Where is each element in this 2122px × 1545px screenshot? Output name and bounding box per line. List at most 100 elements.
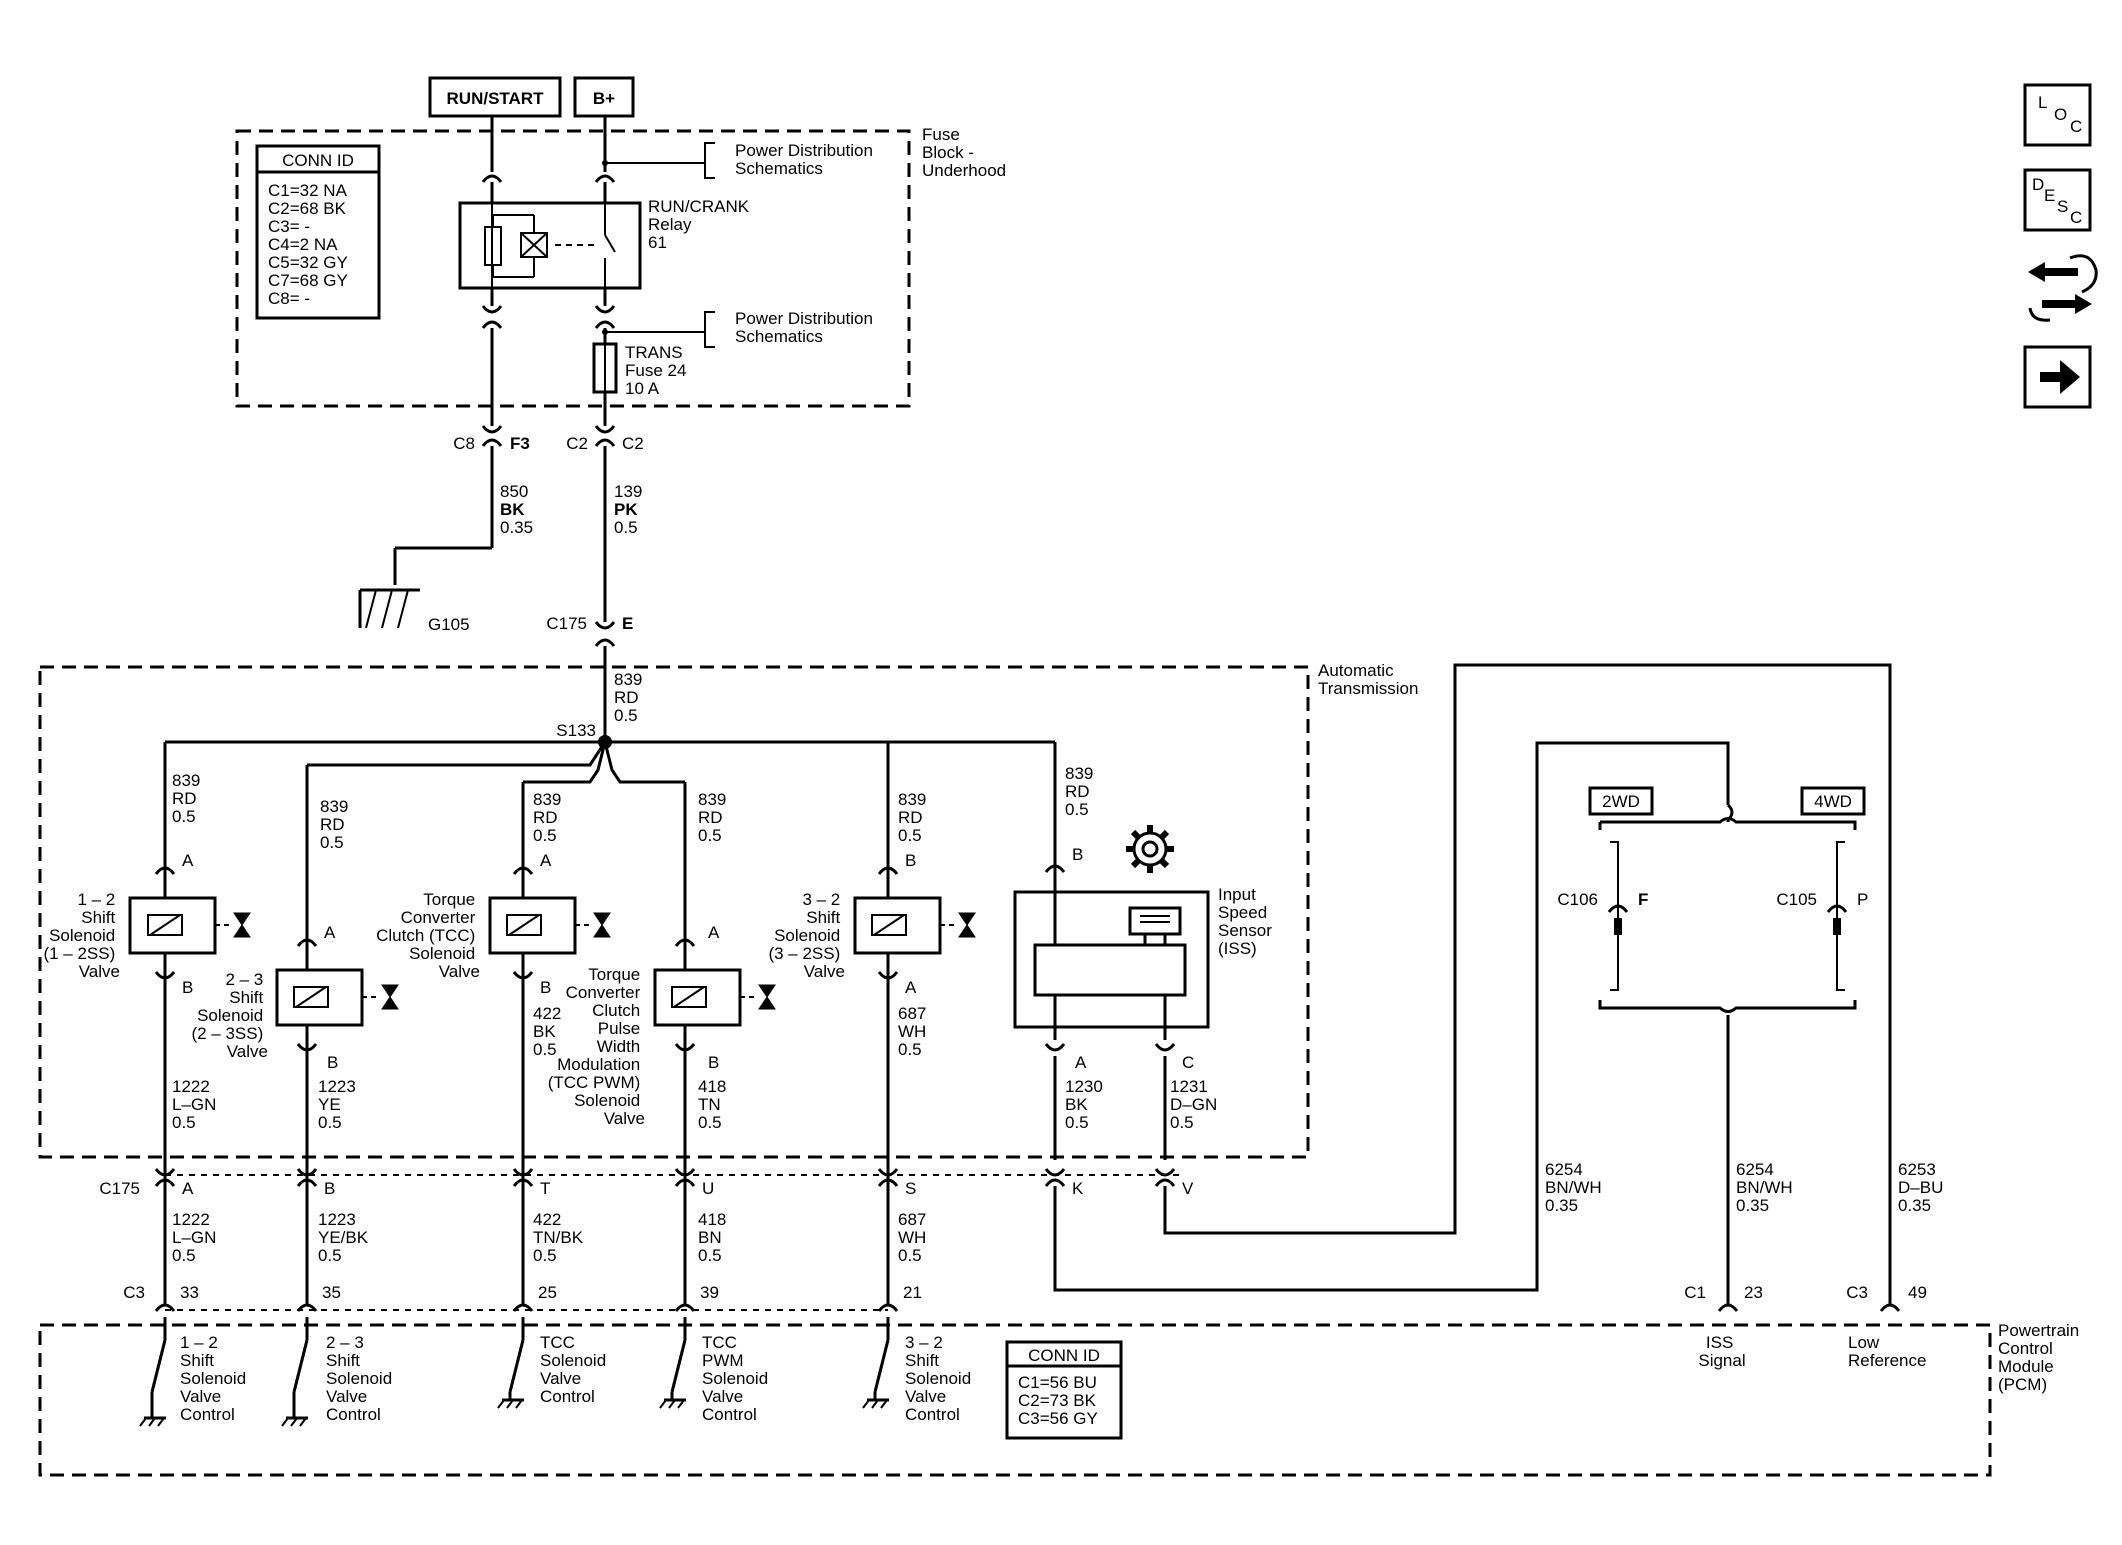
label-4wd: 4WD bbox=[1814, 792, 1852, 811]
iss-pin-a: A bbox=[1075, 1053, 1087, 1072]
c175-wire-1: 1222 L–GN 0.5 bbox=[172, 1210, 221, 1265]
c175-wire-5: 687 WH 0.5 bbox=[898, 1210, 931, 1265]
c175-pin-s: S bbox=[905, 1179, 916, 1198]
pin-f3: F3 bbox=[510, 434, 530, 453]
pcm-ctrl-tcc: TCC Solenoid Valve Control bbox=[540, 1333, 611, 1406]
pcm-low-reference: Low Reference bbox=[1848, 1333, 1926, 1370]
fuse-block-pins: C8 F3 C2 C2 bbox=[453, 406, 644, 453]
tccpwm-pin-b: B bbox=[708, 1053, 719, 1072]
fuse-block-title: Fuse Block - Underhood bbox=[922, 125, 1006, 180]
branch-1-label: 839 RD 0.5 bbox=[172, 771, 205, 826]
driver-tcc bbox=[497, 1317, 525, 1409]
run-start-label: RUN/START bbox=[447, 89, 545, 108]
pcm-title: Powertrain Control Module (PCM) bbox=[1998, 1321, 2084, 1394]
wire-6254-b: 6254 BN/WH 0.35 bbox=[1736, 1160, 1797, 1215]
wire-6253: 6253 D–BU 0.35 bbox=[1898, 1160, 1948, 1215]
solenoid-tcc: A B Torque Converter Clutch (TCC) Soleno… bbox=[376, 851, 611, 997]
pcm-pin-49: 49 bbox=[1908, 1283, 1927, 1302]
c3-pin-39: 39 bbox=[700, 1283, 719, 1302]
desc-button[interactable]: D E S C bbox=[2023, 168, 2092, 232]
trans-fuse-24: TRANS Fuse 24 10 A bbox=[592, 342, 691, 398]
pcm-c3-label: C3 bbox=[1846, 1283, 1868, 1302]
lower-wire-3: 422 BK 0.5 bbox=[533, 1004, 566, 1059]
iss-pin-c: C bbox=[1182, 1053, 1194, 1072]
c3-pin-25: 25 bbox=[538, 1283, 557, 1302]
label-2wd: 2WD bbox=[1602, 792, 1640, 811]
pcm-conn-id-list: C1=56 BU C2=73 BK C3=56 GY bbox=[1018, 1373, 1102, 1428]
sol23-name: 2 – 3 Shift Solenoid (2 – 3SS) Valve bbox=[191, 970, 268, 1061]
splice-label: S133 bbox=[556, 721, 596, 740]
wire-139-label: 139 PK 0.5 bbox=[614, 482, 647, 537]
fuse-block-conn-id-table: CONN ID C1=32 NA C2=68 BK C3= - C4=2 NA … bbox=[255, 144, 381, 320]
c3-pin-33: 33 bbox=[180, 1283, 199, 1302]
c175-wire-4: 418 BN 0.5 bbox=[698, 1210, 731, 1265]
c175-wire-2: 1223 YE/BK 0.5 bbox=[318, 1210, 373, 1265]
loc-button[interactable]: L O C bbox=[2023, 83, 2092, 147]
right-arrow-icon bbox=[2040, 360, 2080, 394]
lower-wire-4: 418 TN 0.5 bbox=[698, 1077, 731, 1132]
sol23-pin-a: A bbox=[324, 923, 336, 942]
pin-c2-b: C2 bbox=[622, 434, 644, 453]
svg-text:C: C bbox=[2070, 117, 2082, 136]
trans-title: Automatic Transmission bbox=[1318, 661, 1418, 698]
pcm-iss-signal: ISS Signal bbox=[1698, 1333, 1745, 1370]
power-distribution-ref-1[interactable]: Power Distribution Schematics bbox=[735, 141, 878, 178]
tcc-name: Torque Converter Clutch (TCC) Solenoid V… bbox=[376, 890, 480, 981]
lower-wire-5: 687 WH 0.5 bbox=[898, 1004, 931, 1059]
c175-pin-v: V bbox=[1182, 1179, 1194, 1198]
pcm-ctrl-tcc-pwm: TCC PWM Solenoid Valve Control bbox=[702, 1333, 773, 1424]
branch-2-label: 839 RD 0.5 bbox=[320, 797, 353, 852]
pcm-ctrl-3-2: 3 – 2 Shift Solenoid Valve Control bbox=[905, 1333, 976, 1424]
c175-label: C175 bbox=[99, 1179, 140, 1198]
c105-pin: P bbox=[1857, 890, 1868, 909]
right-side-wiring: 2WD 4WD C106 F C105 P 6254 BN/WH 0.35 62… bbox=[1053, 663, 1948, 1313]
gear-icon bbox=[1126, 825, 1174, 873]
pcm-conn-id-title: CONN ID bbox=[1028, 1346, 1100, 1365]
iss-pin-b: B bbox=[1072, 845, 1083, 864]
pcm-ctrl-2-3: 2 – 3 Shift Solenoid Valve Control bbox=[326, 1333, 397, 1424]
c3-pin-35: 35 bbox=[322, 1283, 341, 1302]
c106-label: C106 bbox=[1557, 890, 1598, 909]
pcm-c3-pins: C3 33 35 25 39 21 bbox=[123, 1283, 922, 1313]
pin-c2-a: C2 bbox=[566, 434, 588, 453]
sol32-pin-b: B bbox=[905, 851, 916, 870]
swap-arrows-icon[interactable] bbox=[2028, 254, 2098, 322]
sol12-pin-b: B bbox=[182, 978, 193, 997]
c175-top-conn: C175 bbox=[546, 614, 587, 633]
solenoid-1-2-shift: A B 1 – 2 Shift Solenoid (1 – 2SS) Valve bbox=[43, 851, 251, 997]
c175-pin-t: T bbox=[540, 1179, 550, 1198]
tcc-pin-b: B bbox=[540, 978, 551, 997]
sol12-pin-a: A bbox=[182, 851, 194, 870]
relay-label: RUN/CRANK Relay 61 bbox=[648, 197, 754, 252]
tcc-pin-a: A bbox=[540, 851, 552, 870]
feed-wire-label: 839 RD 0.5 bbox=[614, 670, 647, 725]
powertrain-control-module: Powertrain Control Module (PCM) bbox=[38, 1317, 2084, 1477]
branch-5-label: 839 RD 0.5 bbox=[898, 790, 931, 845]
conn-id-title: CONN ID bbox=[282, 151, 354, 170]
automatic-transmission: Automatic Transmission 839 RD 0.5 S133 8… bbox=[38, 661, 1418, 1215]
next-button[interactable] bbox=[2023, 345, 2092, 409]
c175-wire-3: 422 TN/BK 0.5 bbox=[533, 1210, 588, 1265]
sol12-name: 1 – 2 Shift Solenoid (1 – 2SS) Valve bbox=[43, 890, 120, 981]
svg-text:D: D bbox=[2032, 175, 2044, 194]
wire-850-label: 850 BK 0.35 bbox=[500, 482, 533, 537]
power-distribution-ref-2[interactable]: Power Distribution Schematics bbox=[735, 309, 878, 346]
svg-text:L: L bbox=[2038, 93, 2047, 112]
c175-pin-a: A bbox=[182, 1179, 194, 1198]
fuse-label: TRANS Fuse 24 10 A bbox=[625, 343, 691, 398]
driver-tcc-pwm bbox=[659, 1317, 687, 1409]
c3-label: C3 bbox=[123, 1283, 145, 1302]
b-plus-supply: B+ bbox=[573, 76, 635, 118]
pcm-ctrl-1-2: 1 – 2 Shift Solenoid Valve Control bbox=[180, 1333, 251, 1424]
sol32-name: 3 – 2 Shift Solenoid (3 – 2SS) Valve bbox=[768, 890, 845, 981]
solenoid-tcc-pwm: A B Torque Converter Clutch Pulse Width … bbox=[548, 923, 776, 1128]
lower-wire-2: 1223 YE 0.5 bbox=[318, 1077, 361, 1132]
pcm-conn-id-table: CONN ID C1=56 BU C2=73 BK C3=56 GY bbox=[1005, 1340, 1123, 1440]
run-crank-relay: RUN/CRANK Relay 61 bbox=[458, 197, 754, 290]
iss-name: Input Speed Sensor (ISS) bbox=[1218, 885, 1277, 958]
pcm-c1-label: C1 bbox=[1684, 1283, 1706, 1302]
branch-6-label: 839 RD 0.5 bbox=[1065, 764, 1098, 819]
driver-1-2-shift bbox=[139, 1317, 167, 1427]
svg-text:S: S bbox=[2057, 197, 2068, 216]
